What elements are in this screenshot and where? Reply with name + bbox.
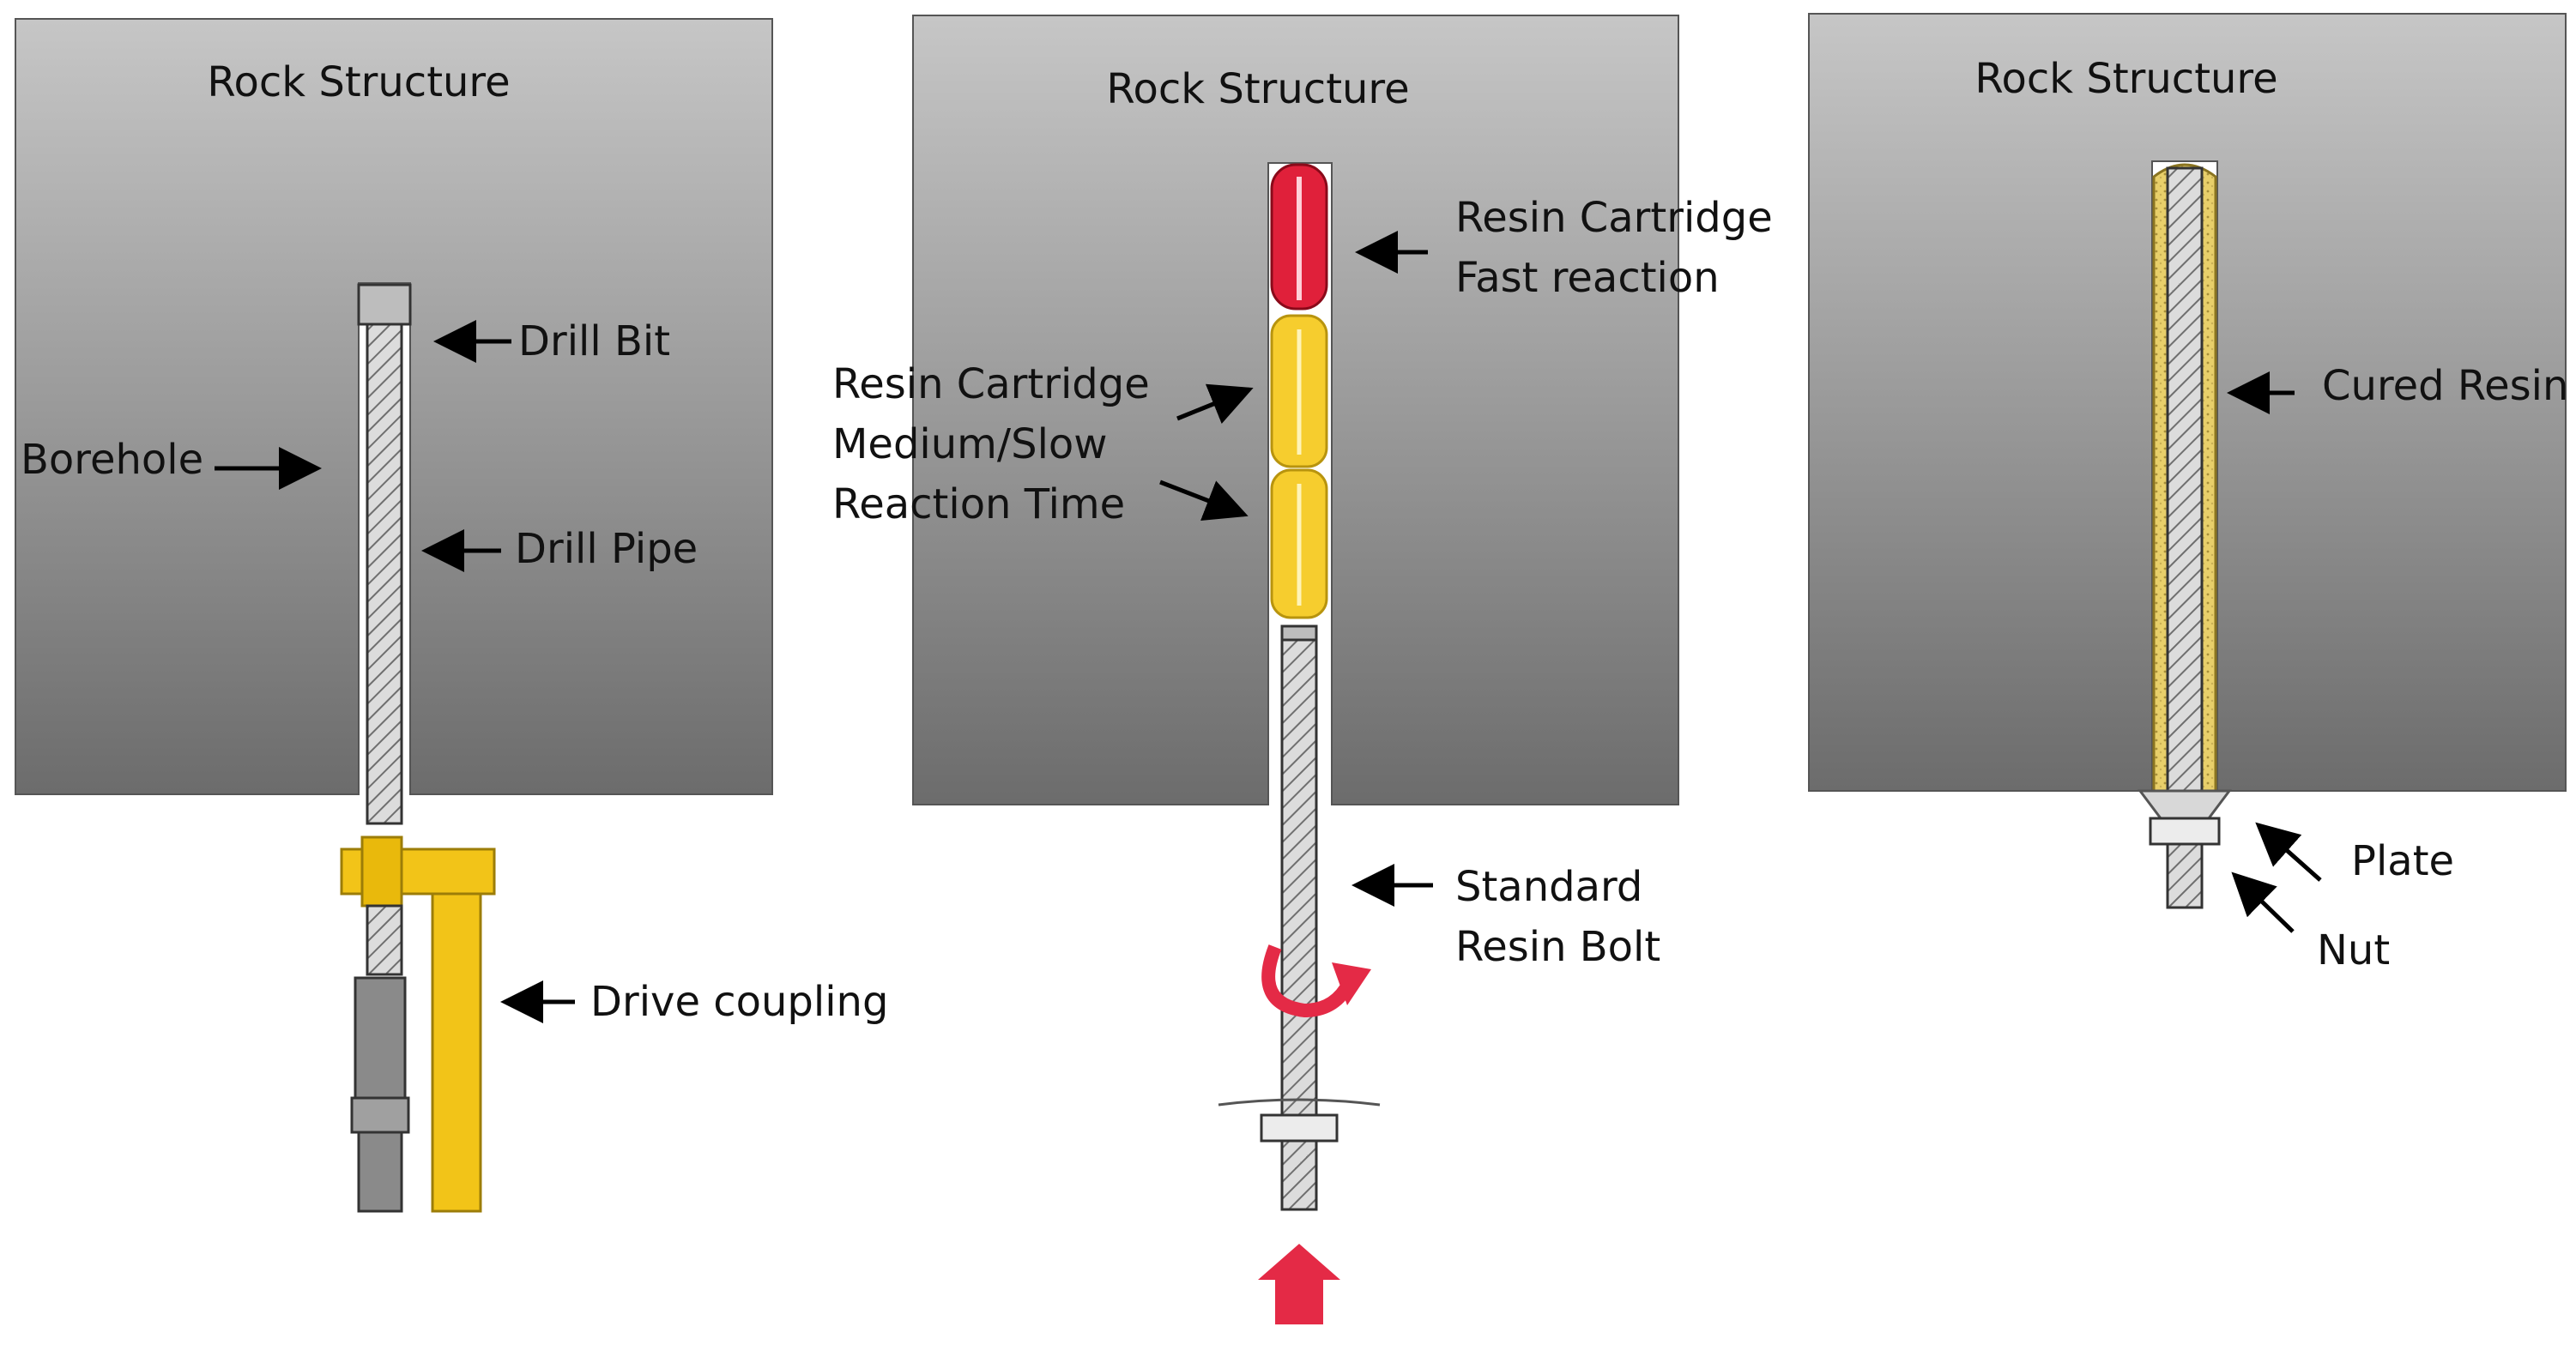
cured-resin-label: Cured Resin bbox=[2322, 362, 2568, 410]
resin-bolt-label-line2: Resin Bolt bbox=[1455, 923, 1660, 971]
plate-arrow bbox=[2255, 822, 2322, 882]
resin-bolt bbox=[2166, 166, 2204, 909]
slow-cartridge-label-line2: Medium/Slow bbox=[832, 420, 1108, 468]
slow-cartridge-arrow-2 bbox=[1159, 479, 1249, 522]
panel-drilling: Rock Structure Drill Bit Borehole Drill … bbox=[15, 18, 888, 1213]
rock-block bbox=[15, 18, 773, 795]
panel-cured-bolt: Rock Structure Cured Resin Plate Nut bbox=[1808, 13, 2568, 974]
fast-cartridge-label-line1: Resin Cartridge bbox=[1455, 194, 1773, 242]
nut-arrow bbox=[2231, 872, 2295, 933]
slow-cartridge-label-line1: Resin Cartridge bbox=[832, 360, 1150, 408]
nut-label: Nut bbox=[2317, 926, 2390, 974]
rock-block bbox=[1808, 13, 2567, 792]
drive-coupling-label: Drive coupling bbox=[590, 978, 888, 1026]
plate-label: Plate bbox=[2351, 837, 2454, 885]
rock-structure-title: Rock Structure bbox=[207, 58, 510, 106]
drive-coupling bbox=[340, 835, 496, 1213]
drill-motor bbox=[354, 976, 407, 1100]
resin-bolt-label-line1: Standard bbox=[1455, 863, 1642, 911]
bolt-tip bbox=[1280, 624, 1318, 642]
panel-resin-insertion: Rock Structure Resin Cartridge Fast reac… bbox=[832, 15, 1773, 1324]
drill-pipe-lower bbox=[366, 904, 403, 976]
rock-structure-title: Rock Structure bbox=[1974, 55, 2277, 103]
bolt-nut bbox=[2149, 817, 2221, 846]
drill-bit-label: Drill Bit bbox=[518, 317, 670, 365]
push-arrow bbox=[1258, 1244, 1340, 1324]
drill-pipe-label: Drill Pipe bbox=[515, 525, 698, 573]
drill-pipe bbox=[366, 323, 403, 825]
bolt-plate bbox=[2138, 789, 2232, 820]
rotation-arrowhead bbox=[1332, 962, 1371, 1005]
bolt-plate bbox=[1218, 1098, 1381, 1107]
rotation-arrow bbox=[1261, 944, 1356, 1018]
borehole-label: Borehole bbox=[21, 436, 203, 484]
rock-block bbox=[912, 15, 1679, 805]
rock-structure-title: Rock Structure bbox=[1106, 65, 1409, 113]
drill-bit bbox=[357, 283, 412, 326]
slow-cartridge-label-line3: Reaction Time bbox=[832, 480, 1125, 528]
bolt-nut bbox=[1260, 1113, 1339, 1143]
slow-cartridge-arrow-1 bbox=[1176, 383, 1254, 425]
fast-cartridge-label-line2: Fast reaction bbox=[1455, 254, 1720, 302]
